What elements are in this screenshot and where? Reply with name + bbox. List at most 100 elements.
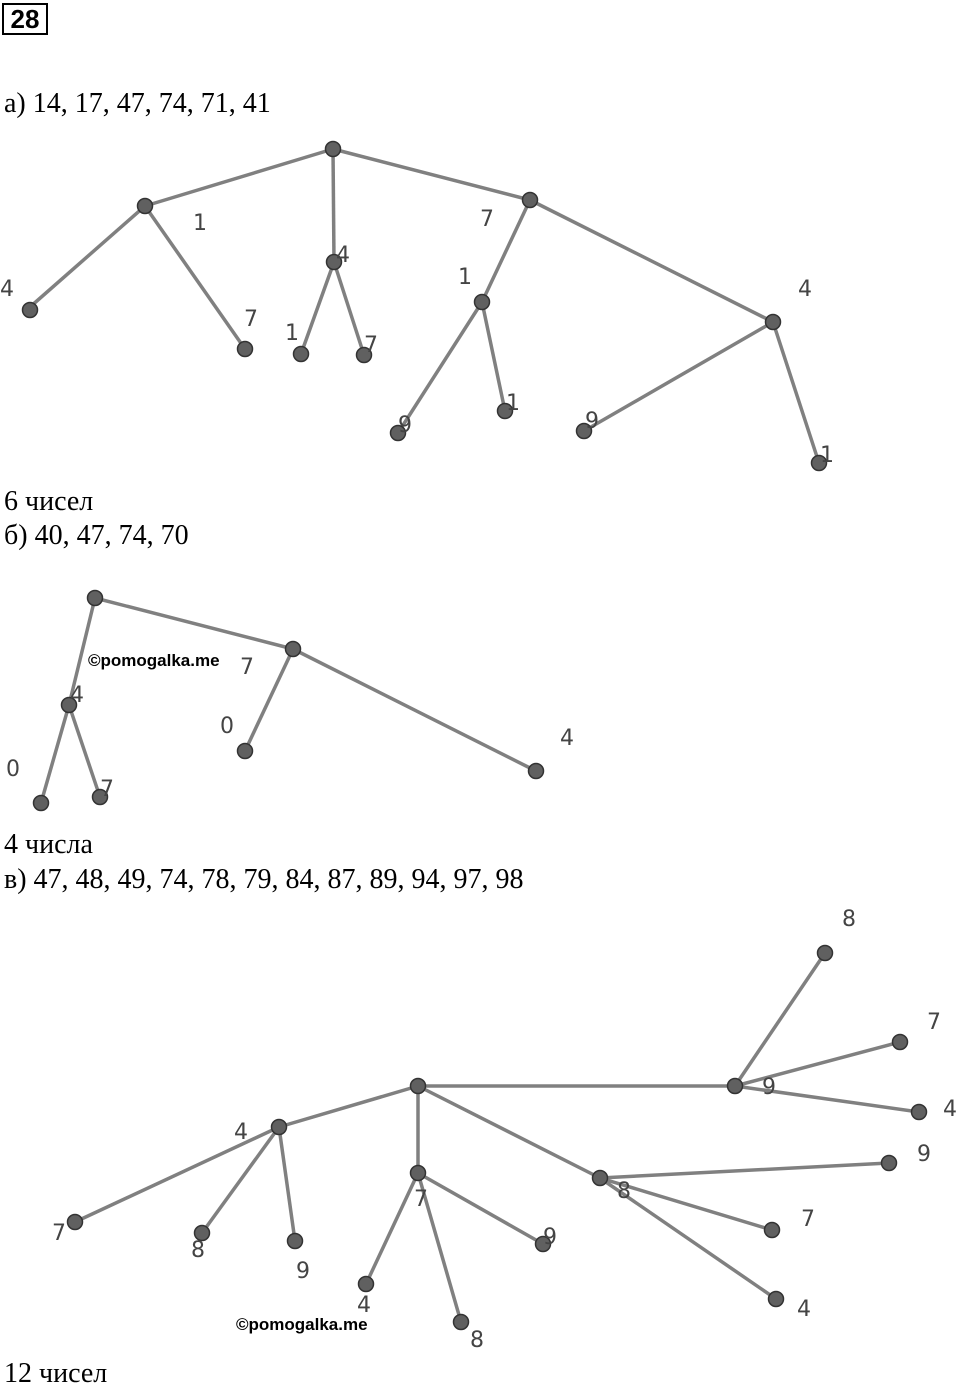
tree-edge (529, 198, 774, 324)
tree-edge (417, 1084, 601, 1180)
watermark: ©pomogalka.me (236, 1315, 368, 1334)
tree-node (409, 1077, 427, 1095)
tree-edge (364, 1172, 420, 1285)
tree-node (534, 1235, 552, 1253)
tree-node (355, 346, 373, 364)
part-c-header: в) 47, 48, 49, 74, 78, 79, 84, 87, 89, 9… (4, 864, 524, 895)
tree-label: 1 (285, 321, 299, 346)
tree-edge (200, 1125, 281, 1235)
tree-edge (28, 204, 147, 309)
tree-edge (74, 1125, 280, 1224)
tree-edge (143, 204, 247, 351)
tree-node (910, 1103, 928, 1121)
tree-node (21, 301, 39, 319)
tree-edge (734, 1084, 920, 1114)
tree-label: 8 (191, 1238, 205, 1263)
tree-c-edges (74, 952, 920, 1323)
tree-edge (416, 1172, 463, 1323)
tree-edge (331, 148, 336, 263)
tree-edge (771, 321, 821, 464)
tree-label: 4 (234, 1120, 248, 1145)
tree-edge (39, 704, 71, 804)
tree-label: 9 (543, 1225, 557, 1250)
tree-node (810, 454, 828, 472)
tree-node (767, 1290, 785, 1308)
tree-edge (292, 647, 537, 773)
tree-edge (480, 301, 507, 412)
tree-node (91, 788, 109, 806)
tree-label: 4 (798, 277, 812, 302)
tree-label: 4 (70, 683, 84, 708)
part-c-result: 12 чисел (4, 1358, 108, 1389)
tree-node (816, 944, 834, 962)
tree-label: 8 (842, 907, 856, 932)
tree-label: 9 (762, 1075, 776, 1100)
tree-label: 1 (458, 265, 472, 290)
tree-node (591, 1169, 609, 1187)
tree-node (880, 1154, 898, 1172)
part-b-result: 4 числа (4, 829, 93, 860)
tree-edge (243, 648, 295, 752)
tree-c-labels: 8 7 9 4 4 7 8 9 7 9 4 8 8 9 7 4 (52, 907, 957, 1353)
tree-label: 9 (585, 409, 599, 434)
tree-edge (332, 261, 366, 356)
tree-label: 8 (617, 1179, 631, 1204)
tree-node (521, 191, 539, 209)
tree-node (389, 424, 407, 442)
tree-c-nodes (66, 944, 928, 1331)
tree-label: 7 (100, 777, 114, 802)
tree-edge (733, 952, 827, 1087)
tree-label: 7 (480, 207, 494, 232)
tree-b-edges (39, 596, 537, 804)
tree-a-nodes (21, 140, 828, 472)
tree-label: 9 (398, 413, 412, 438)
tree-node (60, 696, 78, 714)
part-b-header: б) 40, 47, 74, 70 (4, 520, 189, 551)
tree-label: 0 (6, 757, 20, 782)
tree-node (325, 253, 343, 271)
tree-label: 8 (470, 1328, 484, 1353)
tree-node (726, 1077, 744, 1095)
tree-node (452, 1313, 470, 1331)
tree-node (527, 762, 545, 780)
tree-node (284, 640, 302, 658)
tree-label: 7 (52, 1221, 66, 1246)
tree-edge (299, 261, 336, 355)
tree-node (891, 1033, 909, 1051)
tree-label: 4 (943, 1097, 957, 1122)
tree-node (409, 1164, 427, 1182)
tree-node (86, 589, 104, 607)
tree-node (193, 1224, 211, 1242)
tree-a-labels: 4 1 7 1 4 7 7 1 9 1 4 9 1 (0, 207, 834, 468)
tree-label: 7 (801, 1207, 815, 1232)
tree-edge (67, 597, 97, 706)
tree-node (575, 422, 593, 440)
tree-edge (278, 1084, 419, 1129)
tree-label: 1 (193, 211, 207, 236)
tree-edge (67, 704, 102, 798)
tree-edge (599, 1176, 773, 1232)
tree-edge (480, 199, 532, 303)
tree-node (32, 794, 50, 812)
tree-node (764, 313, 782, 331)
tree-b-labels: 4 7 0 7 0 4 (6, 655, 574, 802)
part-a-header: а) 14, 17, 47, 74, 71, 41 (4, 88, 271, 119)
watermark: ©pomogalka.me (88, 651, 220, 670)
tree-label: 7 (927, 1010, 941, 1035)
tree-label: 7 (414, 1187, 428, 1212)
tree-node (270, 1118, 288, 1136)
tree-node (357, 1275, 375, 1293)
tree-node (286, 1232, 304, 1250)
tree-edge (144, 147, 334, 208)
tree-edge (599, 1161, 890, 1180)
tree-label: 7 (240, 655, 254, 680)
tree-label: 4 (797, 1297, 811, 1322)
tree-a-edges (28, 147, 821, 464)
part-a-result: 6 чисел (4, 486, 94, 517)
tree-node (324, 140, 342, 158)
tree-label: 4 (336, 243, 350, 268)
tree-label: 1 (506, 391, 520, 416)
tree-node (496, 402, 514, 420)
tree-edge (599, 1176, 777, 1301)
